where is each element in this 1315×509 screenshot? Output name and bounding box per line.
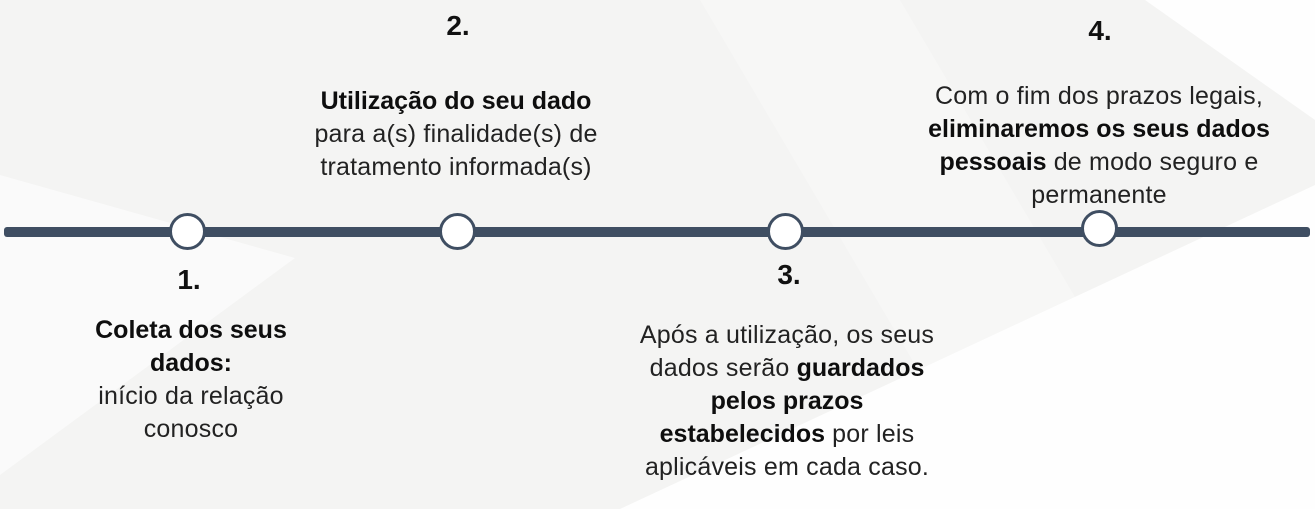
step-text-segment-bold: eliminaremos os seus dados [928,115,1270,143]
step-text-segment: dados serão [649,354,797,382]
step-text-segment-bold: guardados [796,354,925,382]
timeline-node-3 [767,213,804,250]
step-3-number: 3. [777,259,801,290]
step-text-line: tratamento informada(s) [236,151,676,184]
timeline-node-1 [169,213,206,250]
step-text-line: permanente [869,179,1315,212]
step-text-line: eliminaremos os seus dados [869,113,1315,146]
step-text-segment: de modo seguro e [1046,148,1259,176]
step-text-segment-bold: dados: [150,349,232,377]
step-text-line: aplicáveis em cada caso. [567,451,1007,484]
step-text-segment: aplicáveis em cada caso. [644,453,930,481]
step-text-line: estabelecidos por leis [567,418,1007,451]
step-1-number: 1. [177,264,201,295]
step-text-line: dados: [31,347,351,380]
step-text-line: dados serão guardados [567,352,1007,385]
step-text-line: pelos prazos [567,385,1007,418]
step-text-line: Após a utilização, os seus [567,319,1007,352]
step-text-segment-bold: pessoais [939,148,1047,176]
timeline-line [4,227,1310,237]
step-text-segment: início da relação [98,382,284,410]
step-text-line: Coleta dos seus [31,314,351,347]
step-4-number: 4. [1088,15,1112,46]
step-text-segment-bold: Coleta dos seus [95,316,287,344]
step-text-segment: Após a utilização, os seus [639,321,935,349]
step-2-number: 2. [446,10,470,41]
step-2-text: Utilização do seu dado para a(s) finalida… [236,85,676,184]
timeline-node-4 [1081,210,1118,247]
step-text-segment-bold: Utilização do seu dado [320,87,592,115]
step-3-text: Após a utilização, os seus dados serão gu… [567,319,1007,484]
step-text-segment: Com o fim dos prazos legais, [935,82,1263,110]
step-text-segment: conosco [143,415,239,443]
step-text-line: pessoais de modo seguro e [869,146,1315,179]
step-text-segment-bold: estabelecidos [659,420,825,448]
step-text-segment: tratamento informada(s) [320,153,592,181]
step-text-line: conosco [31,413,351,446]
step-text-segment: por leis [825,420,915,448]
step-text-line: início da relação [31,380,351,413]
step-1-text: Coleta dos seus dados: início da relação co… [31,314,351,446]
step-text-line: para a(s) finalidade(s) de [236,118,676,151]
step-text-line: Utilização do seu dado [236,85,676,118]
step-text-line: Com o fim dos prazos legais, [869,80,1315,113]
step-text-segment: permanente [1031,181,1167,209]
step-4-text: Com o fim dos prazos legais, eliminaremos… [869,80,1315,212]
step-text-segment: para a(s) finalidade(s) de [314,120,598,148]
timeline-node-2 [439,213,476,250]
step-text-segment-bold: pelos prazos [710,387,864,415]
